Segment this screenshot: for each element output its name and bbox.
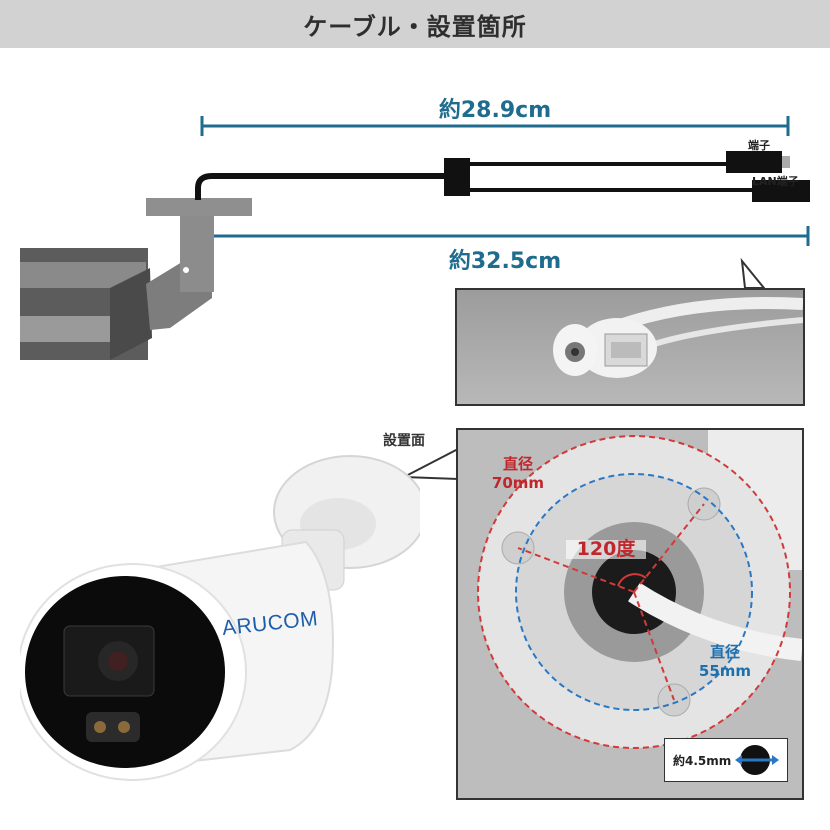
terminal-label: 端子 (748, 139, 770, 152)
outer-diameter-label: 直径 70mm (488, 455, 548, 493)
inner-diameter-label: 直径 55mm (690, 643, 760, 681)
length-upper-label: 約28.9cm (438, 98, 552, 123)
screw-size-box: 約4.5mm (664, 738, 788, 782)
mount-base-illustration (458, 430, 802, 798)
outer-diameter-value: 70mm (491, 474, 545, 492)
dimension-line-upper (200, 116, 790, 136)
angle-label: 120度 (566, 540, 646, 559)
section-title: ケーブル・設置箇所 (303, 12, 527, 41)
outer-diameter-title: 直径 (502, 455, 533, 473)
callout-pointer (740, 257, 767, 289)
install-surface-label: 設置面 (383, 433, 425, 449)
camera-silhouette (20, 198, 252, 360)
inner-diameter-title: 直径 (709, 643, 740, 661)
length-lower-label: 約32.5cm (448, 249, 562, 274)
camera-product (20, 455, 420, 781)
lan-terminal-label: LAN端子 (752, 175, 799, 188)
screw-size-label: 約4.5mm (673, 753, 732, 768)
screw-hole-icon (735, 745, 780, 775)
connector-illustration (553, 296, 803, 378)
section-header: ケーブル・設置箇所 (0, 0, 830, 48)
cable-diagram (20, 116, 810, 360)
cable (195, 151, 810, 202)
connector-photo (455, 288, 805, 406)
mount-base-photo (456, 428, 804, 800)
inner-diameter-value: 55mm (698, 662, 752, 680)
